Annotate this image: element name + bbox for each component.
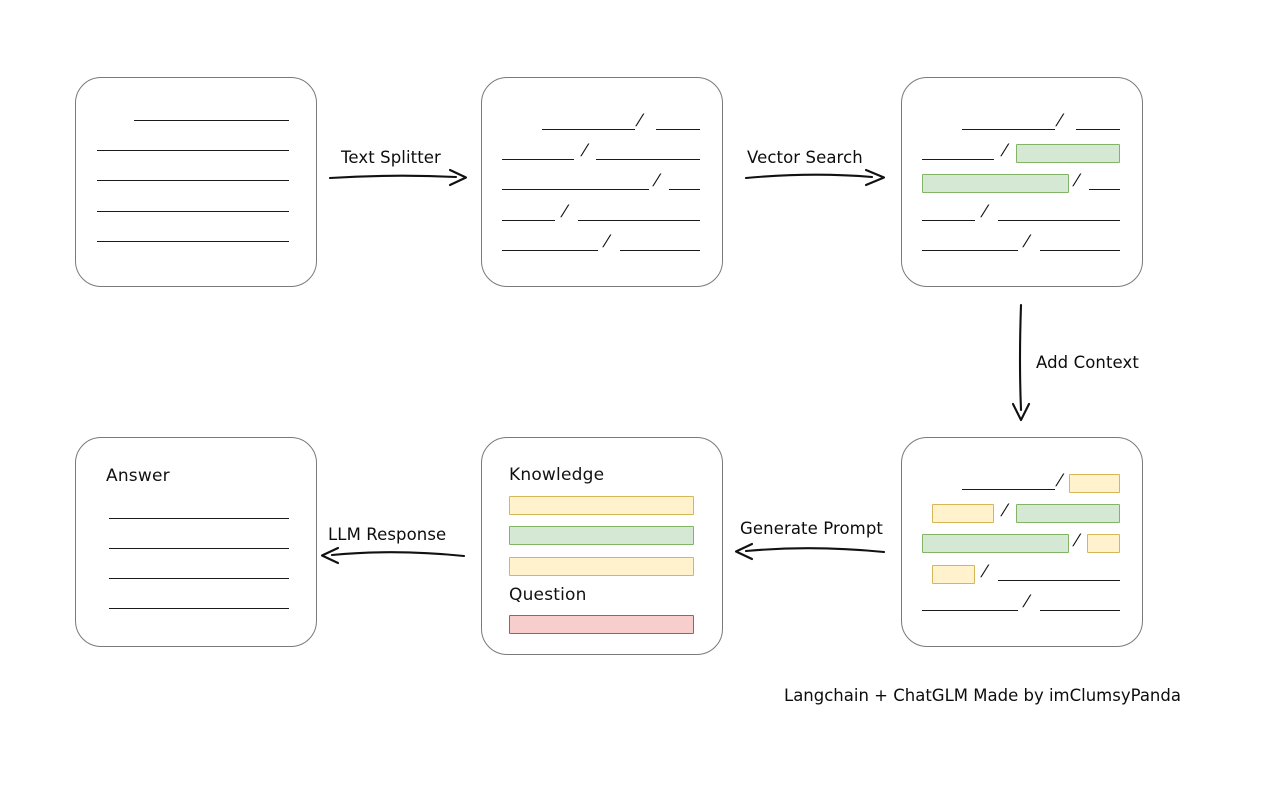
node-answer[interactable]: Answer: [75, 437, 317, 647]
node-source-document[interactable]: [75, 77, 317, 287]
text-line: [109, 608, 289, 609]
text-line: [97, 211, 289, 212]
text-line: [502, 159, 574, 160]
text-line: [962, 489, 1055, 490]
node-context-chunks[interactable]: / / / / /: [901, 437, 1143, 647]
footer-credit: Langchain + ChatGLM Made by imClumsyPand…: [784, 686, 1181, 705]
chunk-separator: /: [1000, 140, 1009, 161]
highlight-chip-green[interactable]: [922, 534, 1069, 553]
text-line: [596, 159, 700, 160]
text-line: [109, 518, 289, 519]
edge-label-llm-response: LLM Response: [328, 525, 447, 544]
text-line: [656, 129, 700, 130]
text-line: [134, 120, 289, 121]
highlight-chip-yellow[interactable]: [1069, 474, 1120, 493]
text-line: [109, 548, 289, 549]
chunk-separator: /: [602, 231, 611, 252]
edge-label-vector-search: Vector Search: [747, 148, 863, 167]
text-line: [1040, 250, 1120, 251]
question-bar-red[interactable]: [509, 615, 694, 634]
chunk-separator: /: [652, 170, 661, 191]
chunk-separator: /: [1055, 110, 1064, 131]
text-line: [502, 250, 598, 251]
text-line: [97, 241, 289, 242]
text-line: [97, 180, 289, 181]
highlight-chip-green[interactable]: [922, 174, 1069, 193]
text-line: [998, 220, 1120, 221]
chunk-separator: /: [1072, 170, 1081, 191]
knowledge-bar-yellow[interactable]: [509, 496, 694, 515]
text-line: [669, 189, 700, 190]
text-line: [502, 189, 649, 190]
chunk-separator: /: [1000, 500, 1009, 521]
highlight-chip-green[interactable]: [1016, 144, 1120, 163]
text-line: [109, 578, 289, 579]
chunk-separator: /: [580, 140, 589, 161]
highlight-chip-green[interactable]: [1016, 504, 1120, 523]
text-line: [542, 129, 635, 130]
arrow-generate-prompt: [734, 542, 886, 561]
chunk-separator: /: [980, 201, 989, 222]
text-line: [620, 250, 700, 251]
chunk-separator: /: [980, 561, 989, 582]
text-line: [922, 159, 994, 160]
text-line: [1089, 189, 1120, 190]
chunk-separator: /: [635, 110, 644, 131]
arrow-add-context: [1011, 303, 1031, 422]
chunk-separator: /: [1022, 231, 1031, 252]
chunk-separator: /: [1055, 470, 1064, 491]
edge-label-text-splitter: Text Splitter: [341, 148, 441, 167]
knowledge-bar-green[interactable]: [509, 526, 694, 545]
text-line: [1040, 610, 1120, 611]
text-line: [922, 610, 1018, 611]
chunk-separator: /: [1072, 530, 1081, 551]
edge-label-generate-prompt: Generate Prompt: [740, 519, 883, 538]
answer-label: Answer: [106, 466, 170, 486]
node-matched-chunks[interactable]: / / / / /: [901, 77, 1143, 287]
text-line: [578, 220, 700, 221]
text-line: [922, 220, 975, 221]
knowledge-label: Knowledge: [509, 465, 605, 485]
text-line: [998, 580, 1120, 581]
edge-label-add-context: Add Context: [1036, 353, 1139, 372]
chunk-separator: /: [560, 201, 569, 222]
text-line: [1076, 129, 1120, 130]
arrow-llm-response: [320, 546, 466, 565]
text-line: [922, 250, 1018, 251]
highlight-chip-yellow[interactable]: [932, 504, 994, 523]
node-prompt[interactable]: Knowledge Question: [481, 437, 723, 655]
knowledge-bar-yellow[interactable]: [509, 557, 694, 576]
arrow-text-splitter: [328, 168, 468, 187]
chunk-separator: /: [1022, 591, 1031, 612]
text-line: [962, 129, 1055, 130]
node-split-chunks[interactable]: / / / / /: [481, 77, 723, 287]
highlight-chip-yellow[interactable]: [1087, 534, 1120, 553]
arrow-vector-search: [744, 168, 886, 187]
text-line: [502, 220, 555, 221]
text-line: [97, 150, 289, 151]
highlight-chip-yellow[interactable]: [932, 565, 975, 584]
question-label: Question: [509, 585, 587, 605]
